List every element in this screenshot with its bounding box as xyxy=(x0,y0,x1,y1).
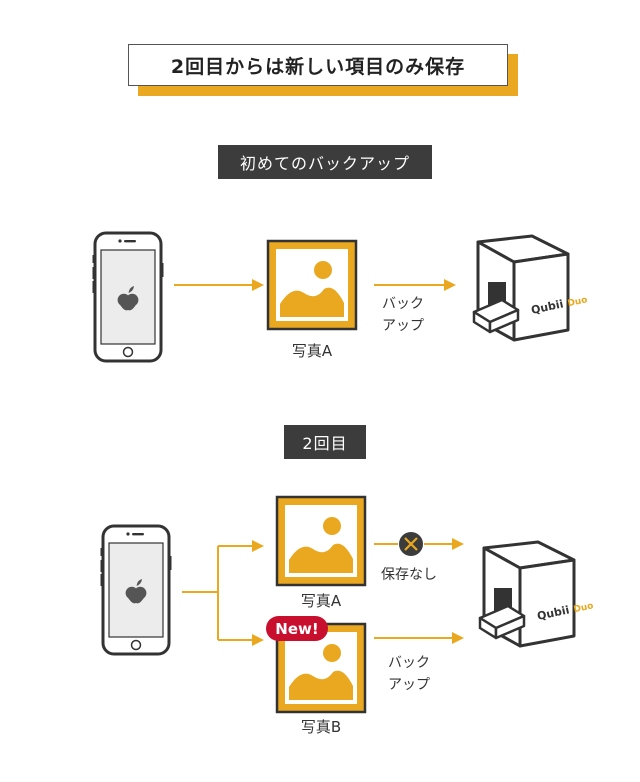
arrow-photo-b-to-device xyxy=(374,632,464,644)
new-badge: New! xyxy=(266,616,328,641)
photo-a-icon xyxy=(266,239,358,331)
second-time-label: 2回目 xyxy=(284,425,366,459)
arrow-phone-to-photo xyxy=(174,279,264,291)
arrow-photo-to-device xyxy=(374,279,456,291)
cross-icon xyxy=(399,532,423,556)
iphone-icon xyxy=(99,524,173,656)
backup-label-line1: バック xyxy=(382,296,424,312)
photo-a-caption: 写真A xyxy=(291,342,333,360)
photo-a-icon xyxy=(275,495,367,587)
qubii-device-icon xyxy=(478,540,576,648)
backup-label: バック アップ xyxy=(388,652,430,696)
page-title: 2回目からは新しい項目のみ保存 xyxy=(128,44,508,86)
title-banner: 2回目からは新しい項目のみ保存 xyxy=(128,44,518,96)
first-backup-label: 初めてのバックアップ xyxy=(218,145,432,179)
qubii-device-icon xyxy=(472,234,570,342)
backup-label-line2: アップ xyxy=(382,318,424,334)
skip-label: 保存なし xyxy=(381,567,437,583)
svg-text:Duo: Duo xyxy=(567,295,589,309)
photo-b-caption: 写真B xyxy=(300,718,342,736)
svg-text:New!: New! xyxy=(275,620,318,638)
branch-connector xyxy=(182,540,264,646)
backup-label-line2: アップ xyxy=(388,677,430,693)
photo-a-caption: 写真A xyxy=(300,592,342,610)
backup-label: バック アップ xyxy=(382,293,424,337)
backup-label-line1: バック xyxy=(388,655,430,671)
arrow-skip xyxy=(374,538,464,550)
svg-text:Duo: Duo xyxy=(573,601,595,615)
iphone-icon xyxy=(91,231,165,363)
